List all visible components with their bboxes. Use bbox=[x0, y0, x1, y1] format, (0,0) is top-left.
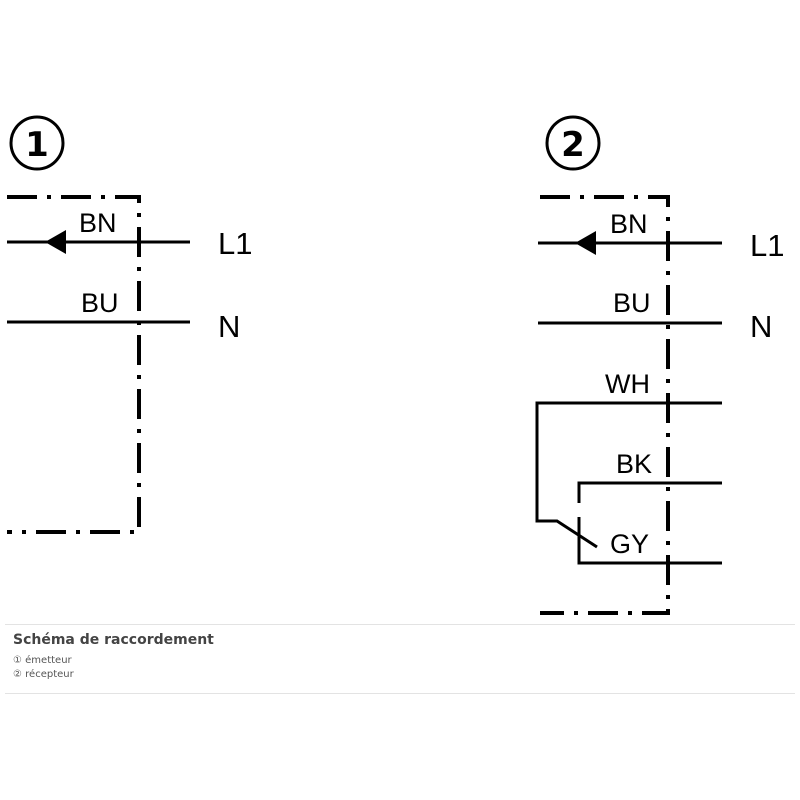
receiver-wire-label-bn: BN bbox=[610, 209, 648, 239]
emitter-wire-label-bu: BU bbox=[81, 288, 119, 318]
receiver-terminal-n: N bbox=[750, 309, 772, 344]
emitter-terminal-n: N bbox=[218, 309, 240, 344]
caption-title: Schéma de raccordement bbox=[13, 632, 214, 648]
receiver-wire-label-bu: BU bbox=[613, 288, 651, 318]
receiver-housing-frame bbox=[540, 195, 670, 615]
emitter-wire-label-bn: BN bbox=[79, 208, 117, 238]
emitter-number: 1 bbox=[25, 125, 49, 165]
legend-symbol: ① bbox=[13, 655, 22, 666]
receiver-wire-label-gy: GY bbox=[610, 529, 649, 559]
separator-top bbox=[5, 624, 795, 625]
receiver-number-circle bbox=[545, 115, 601, 171]
receiver-wire-gy bbox=[577, 517, 722, 565]
separator-bottom bbox=[5, 693, 795, 694]
arrow-left-icon bbox=[575, 231, 596, 255]
receiver-terminal-l1: L1 bbox=[750, 228, 784, 263]
caption: Schéma de raccordement ① émetteur ② réce… bbox=[13, 632, 214, 682]
arrow-left-icon bbox=[45, 230, 66, 254]
wiring-diagram: 1 BN L1 BU N 2 BN L1 BU N WH BK GY bbox=[7, 115, 784, 615]
legend-item-receiver: ② récepteur bbox=[13, 668, 214, 682]
legend-item-emitter: ① émetteur bbox=[13, 654, 214, 668]
receiver-wire-label-wh: WH bbox=[605, 369, 650, 399]
emitter-number-circle bbox=[9, 115, 65, 171]
legend-symbol: ② bbox=[13, 669, 22, 680]
emitter-terminal-l1: L1 bbox=[218, 226, 252, 261]
receiver-wire-wh bbox=[535, 401, 722, 549]
receiver-wire-label-bk: BK bbox=[616, 449, 652, 479]
emitter-housing-frame bbox=[7, 195, 141, 534]
receiver-diagram: 2 BN L1 BU N WH BK GY bbox=[535, 115, 784, 615]
receiver-wire-bk bbox=[577, 481, 722, 503]
receiver-number: 2 bbox=[561, 125, 585, 165]
emitter-diagram: 1 BN L1 BU N bbox=[7, 115, 252, 534]
legend-text: émetteur bbox=[25, 655, 72, 666]
legend-text: récepteur bbox=[25, 669, 74, 680]
